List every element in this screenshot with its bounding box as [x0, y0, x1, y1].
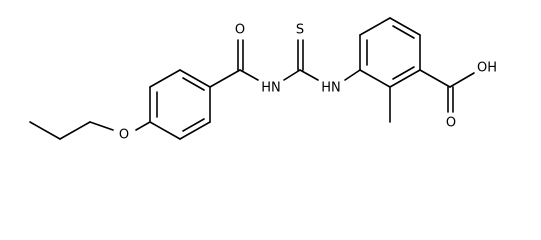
amide-nitrogen-label: HN — [261, 81, 281, 96]
carbonyl-oxygen-label: O — [235, 23, 245, 38]
carboxylic-acid-group — [419, 69, 475, 113]
acid-hydroxyl-label: OH — [477, 61, 497, 76]
thiourea-group — [283, 39, 319, 81]
chemical-structure-diagram: O O HN S HN OH O — [29, 17, 497, 143]
amine-nitrogen-label: HN — [321, 81, 341, 96]
acid-oxygen-label: O — [446, 116, 456, 131]
propoxy-chain — [29, 121, 151, 140]
left-benzene-ring — [149, 69, 211, 140]
ether-oxygen-label: O — [119, 128, 129, 143]
thione-sulfur-label: S — [296, 23, 304, 38]
right-benzene-ring — [344, 17, 421, 88]
carbonyl-group — [209, 39, 259, 88]
